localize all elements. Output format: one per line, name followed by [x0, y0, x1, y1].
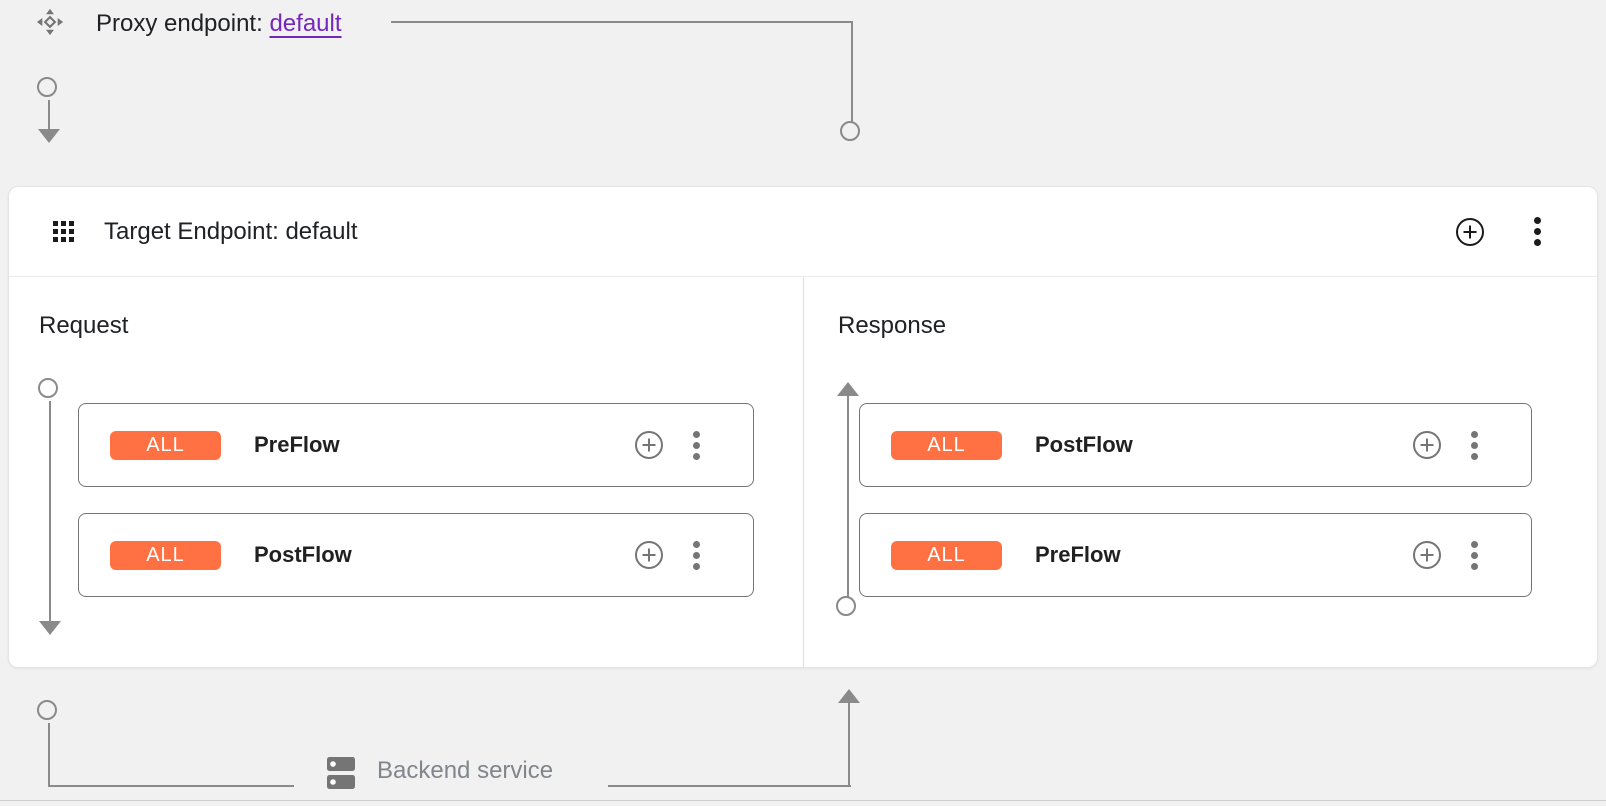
- add-policy-button[interactable]: [1412, 540, 1442, 570]
- add-policy-button[interactable]: [634, 540, 664, 570]
- target-endpoint-card: Target Endpoint: default Request A: [8, 186, 1598, 668]
- response-preflow-card[interactable]: ALL PreFlow: [859, 513, 1532, 597]
- backend-service-label: Backend service: [377, 757, 554, 784]
- inbound-flow-line: [48, 100, 50, 129]
- request-preflow-card[interactable]: ALL PreFlow: [78, 403, 754, 487]
- request-pane-label: Request: [39, 312, 129, 339]
- outbound-start-node: [37, 700, 57, 720]
- response-pane-label: Response: [838, 312, 947, 339]
- flow-name: PreFlow: [254, 432, 340, 457]
- target-endpoint-header: Target Endpoint: default: [9, 187, 1597, 277]
- proxy-endpoint-label: Proxy endpoint: default: [96, 10, 342, 38]
- add-policy-button[interactable]: [634, 430, 664, 460]
- return-hline-right: [608, 785, 851, 787]
- plus-circle-icon: [635, 541, 663, 569]
- outbound-hline-left: [48, 785, 294, 787]
- plus-circle-icon: [635, 431, 663, 459]
- request-flow-line: [49, 401, 51, 621]
- flow-name: PostFlow: [254, 542, 352, 567]
- flow-menu-button[interactable]: [1470, 430, 1478, 460]
- return-arrow-up-icon: [838, 689, 860, 703]
- endpoint-menu-button[interactable]: [1533, 217, 1541, 246]
- plus-circle-icon: [1413, 431, 1441, 459]
- backend-service-icon: [327, 757, 355, 789]
- flow-menu-button[interactable]: [692, 430, 700, 460]
- condition-badge: ALL: [110, 430, 221, 460]
- add-flow-button[interactable]: [1455, 217, 1485, 247]
- condition-badge: ALL: [891, 430, 1002, 460]
- flow-menu-button[interactable]: [692, 540, 700, 570]
- inbound-flow-start-node: [37, 77, 57, 97]
- proxy-endpoint-link[interactable]: default: [269, 10, 342, 37]
- target-endpoint-title: Target Endpoint: default: [104, 217, 358, 245]
- request-flow-start-node: [38, 378, 58, 398]
- condition-badge: ALL: [110, 540, 221, 570]
- flow-menu-button[interactable]: [1470, 540, 1478, 570]
- flow-name: PostFlow: [1035, 432, 1133, 457]
- response-flow-start-node: [836, 596, 856, 616]
- proxy-endpoint-text: Proxy endpoint:: [96, 10, 263, 37]
- plus-circle-icon: [1413, 541, 1441, 569]
- proxy-connector-vline: [851, 21, 853, 122]
- request-pane: Request ALL PreFlow: [9, 277, 804, 668]
- request-postflow-card[interactable]: ALL PostFlow: [78, 513, 754, 597]
- grid-handle-icon: [53, 221, 74, 242]
- proxy-connector-end-node: [840, 121, 860, 141]
- outbound-vline-left: [48, 723, 50, 786]
- target-endpoint-body: Request ALL PreFlow: [9, 277, 1597, 668]
- response-arrow-up-icon: [837, 382, 859, 396]
- add-policy-button[interactable]: [1412, 430, 1442, 460]
- response-postflow-card[interactable]: ALL PostFlow: [859, 403, 1532, 487]
- response-flow-line: [847, 396, 849, 597]
- inbound-arrow-down-icon: [38, 129, 60, 143]
- condition-badge: ALL: [891, 540, 1002, 570]
- proxy-endpoint-icon: [36, 8, 64, 36]
- proxy-connector-hline: [391, 21, 852, 23]
- viewport-bottom-divider: [0, 800, 1606, 801]
- response-pane: Response ALL PostFlow: [804, 277, 1597, 668]
- request-arrow-down-icon: [39, 621, 61, 635]
- flow-name: PreFlow: [1035, 542, 1121, 567]
- return-vline-right: [848, 703, 850, 786]
- plus-circle-icon: [1456, 217, 1484, 246]
